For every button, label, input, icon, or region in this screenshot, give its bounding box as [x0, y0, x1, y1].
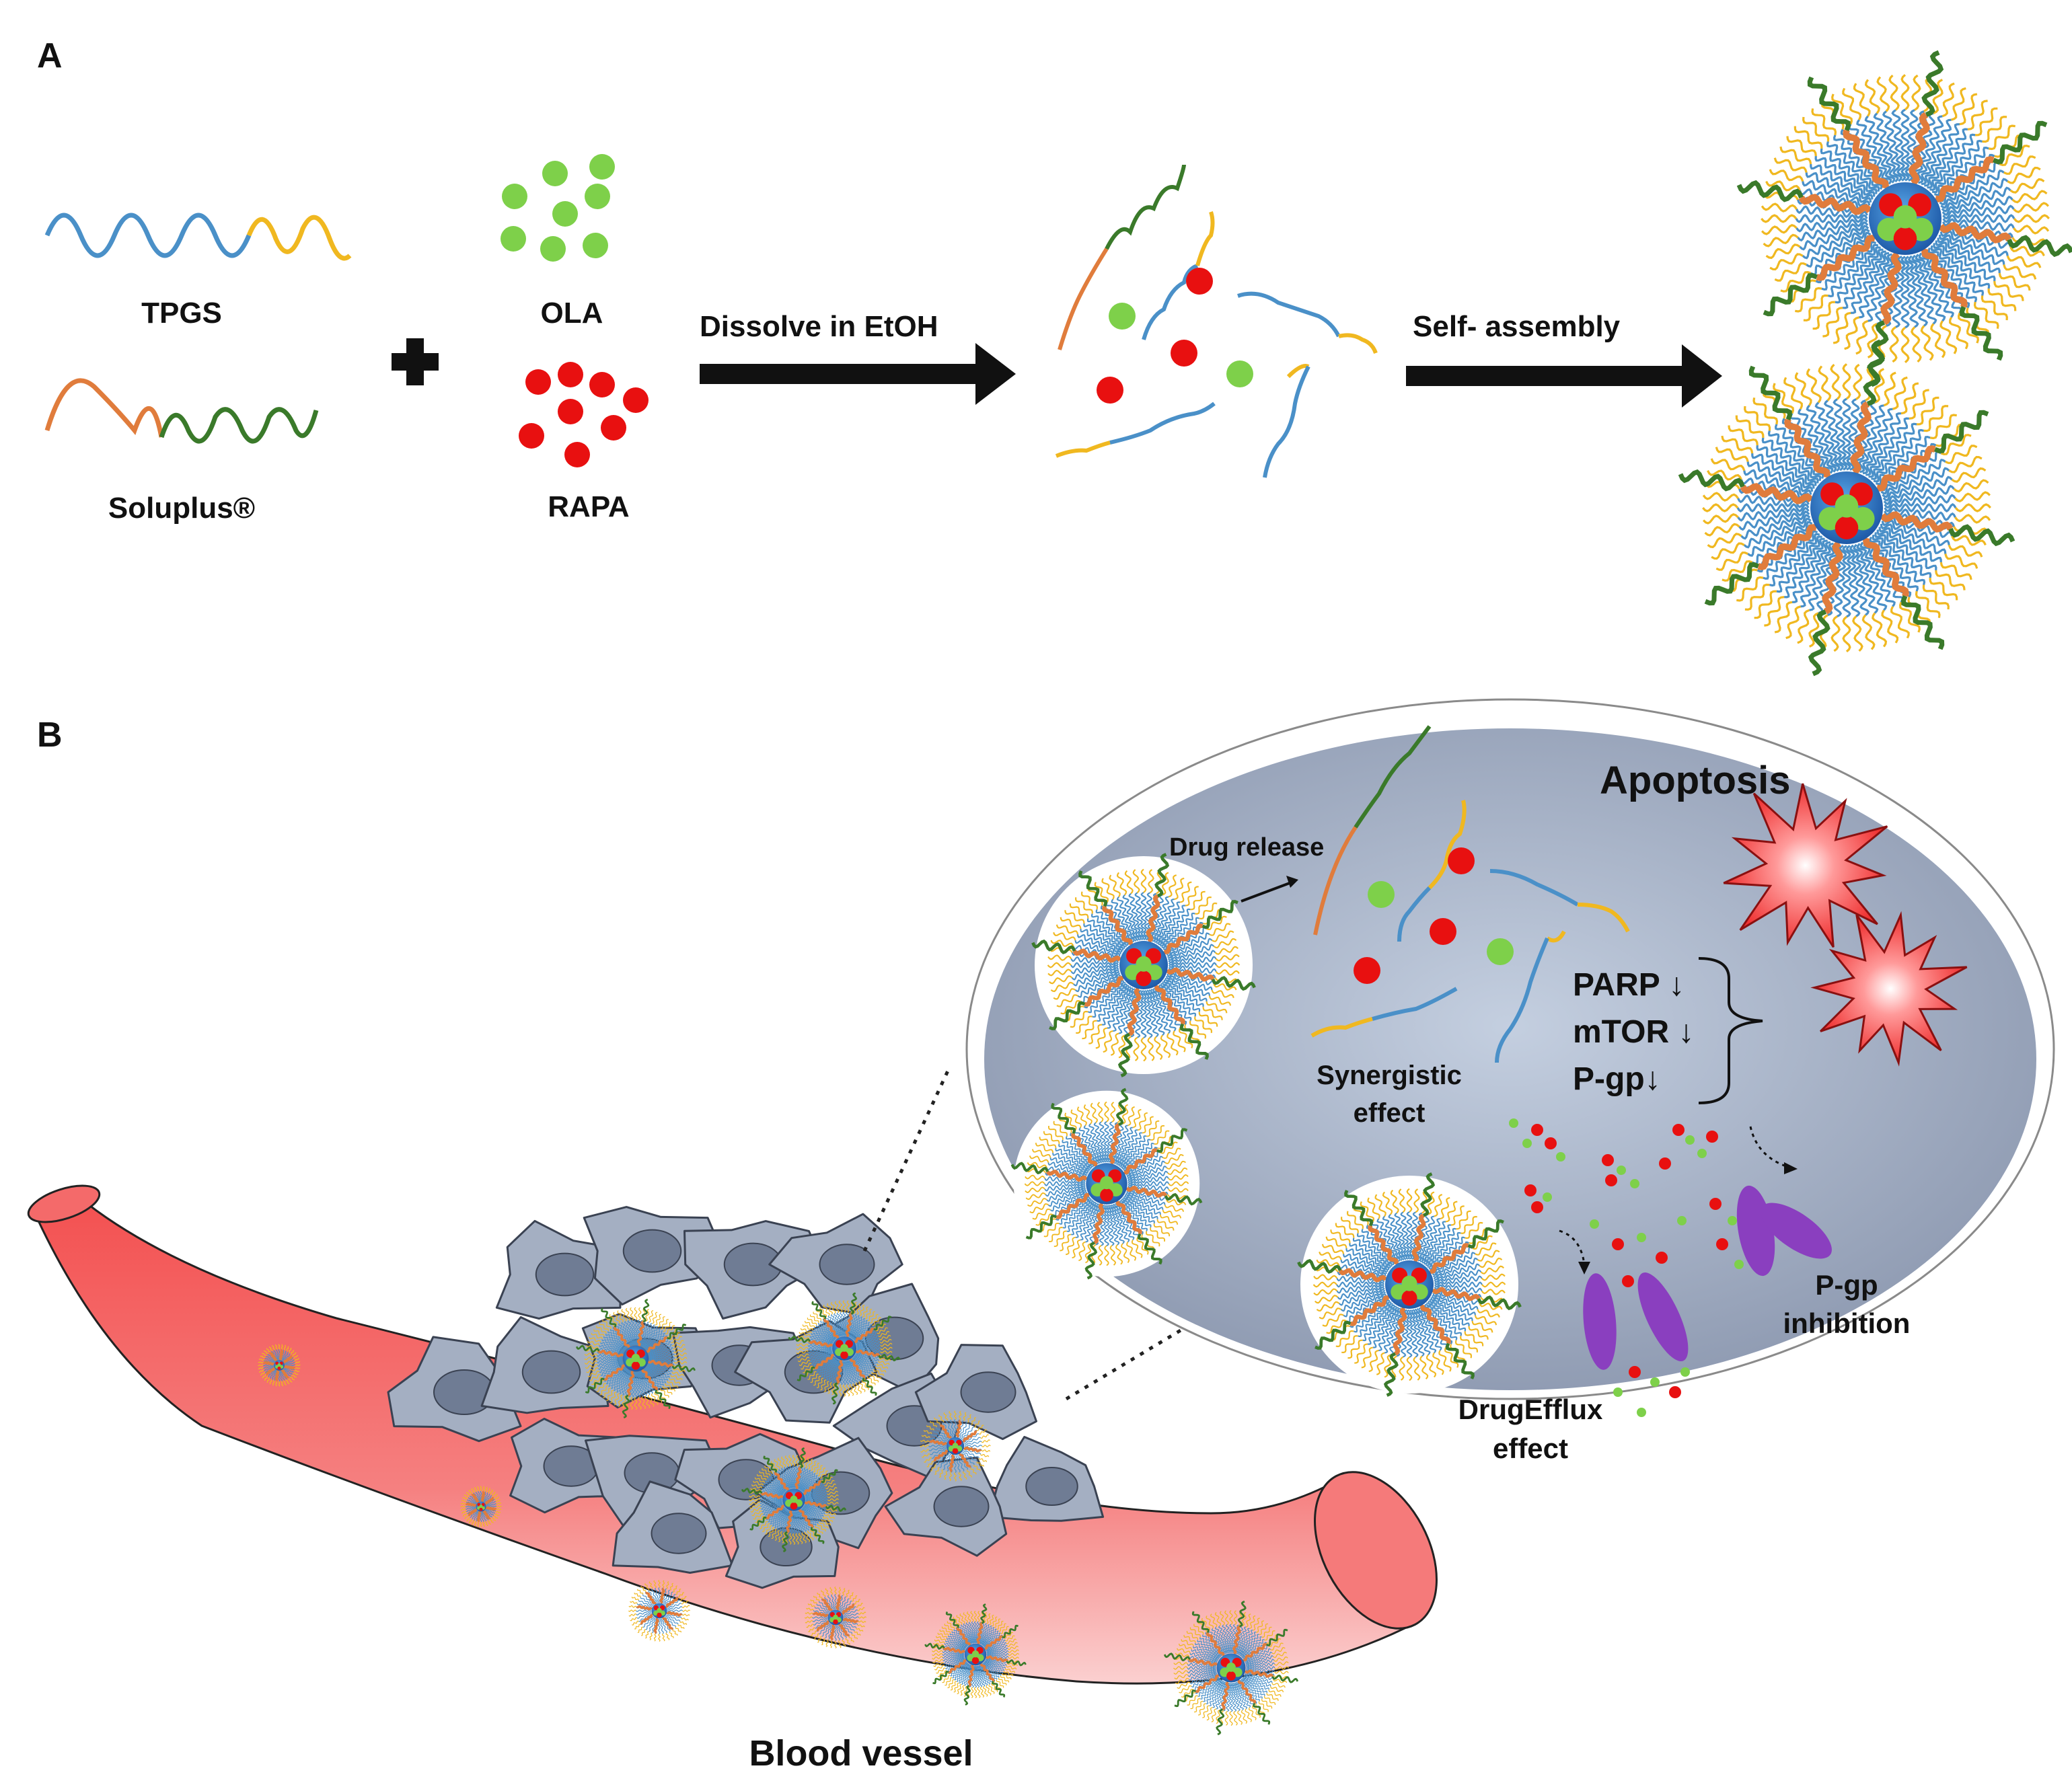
released-polymers	[1310, 725, 1630, 1063]
cell-nucleus	[535, 1252, 595, 1297]
blood-vessel	[27, 1184, 1438, 1685]
micelle-icon	[628, 1579, 691, 1642]
pgp-pump-icon	[1583, 1272, 1689, 1370]
micelle-icon	[1678, 339, 2015, 677]
efflux-label-line2: effect	[1493, 1433, 1568, 1464]
tumor-cell	[480, 1316, 609, 1414]
cell-nucleus	[651, 1513, 707, 1554]
blood-vessel-label: Blood vessel	[749, 1733, 973, 1774]
ola-drug-icon	[501, 154, 615, 262]
micelle-icon	[460, 1486, 502, 1527]
efflux-dotted-arrow	[1559, 1229, 1586, 1265]
tumor-cell	[988, 1436, 1105, 1522]
micelle-icon	[1736, 50, 2072, 387]
mtor-label: mTOR ↓	[1573, 1014, 1694, 1050]
zoom-line-bottom	[1065, 1326, 1185, 1401]
inhibition-arrowhead	[1784, 1162, 1798, 1174]
pgp-inhibition-pump-icon	[1736, 1185, 1832, 1277]
cell-nucleus	[960, 1371, 1016, 1413]
panel-a-label: A	[37, 36, 63, 75]
drug-release-arrowhead	[1286, 876, 1298, 888]
tpgs-hydrophobic-chain	[246, 215, 352, 261]
soluplus-hydrophilic-chain	[159, 407, 319, 444]
dissolved-mixture	[1055, 164, 1378, 478]
micelle-icon	[258, 1344, 301, 1387]
synergistic-label-line2: effect	[1354, 1098, 1426, 1128]
tpgs-label: TPGS	[141, 297, 222, 330]
tumor-cell	[884, 1456, 1008, 1557]
ola-label: OLA	[541, 297, 603, 330]
cell-nucleus	[819, 1244, 875, 1285]
apoptosis-starburst-icon	[1723, 783, 1888, 948]
cell-nucleus	[933, 1486, 990, 1527]
panel-b-label: B	[37, 716, 63, 755]
micelle-icon	[1010, 1088, 1203, 1280]
micelle-icon	[920, 1410, 991, 1482]
soluplus-label: Soluplus®	[108, 492, 255, 525]
pgp-inhibition-line1: P-gp	[1815, 1269, 1878, 1301]
micelle-icon	[1297, 1172, 1522, 1397]
brace-icon	[1698, 957, 1763, 1104]
soluplus-hydrophobic-chain	[44, 378, 164, 438]
micelles-panel-a	[1678, 50, 2072, 677]
micelle-icon	[1163, 1600, 1299, 1736]
efflux-label-line1: DrugEfflux	[1458, 1394, 1603, 1425]
plus-icon	[392, 338, 439, 385]
step2-arrow	[1406, 344, 1722, 408]
step1-label: Dissolve in EtOH	[700, 310, 938, 343]
micelle-icon	[924, 1603, 1027, 1706]
micelle-icon	[804, 1586, 867, 1649]
synergistic-label-line1: Synergistic	[1317, 1061, 1462, 1090]
tumor-cell	[387, 1336, 522, 1443]
zoom-line-top	[862, 1068, 951, 1252]
micelle-icon	[575, 1298, 696, 1419]
cell-nucleus	[622, 1229, 682, 1273]
tumor-cell	[612, 1480, 734, 1574]
apoptosis-starburst-icon	[1810, 911, 1968, 1067]
cell-nucleus	[1025, 1466, 1078, 1507]
micelle-icon	[741, 1447, 847, 1553]
dissolved-drugs	[1097, 268, 1253, 404]
micelle-icon	[788, 1292, 901, 1405]
step2-label: Self- assembly	[1413, 310, 1621, 343]
released-drugs	[1354, 847, 1514, 984]
cell-nucleus	[433, 1369, 495, 1415]
efflux-arrowhead	[1578, 1262, 1590, 1274]
micelle-icon	[1031, 853, 1256, 1077]
cell-nucleus	[521, 1350, 581, 1394]
tumor-cell	[495, 1219, 622, 1320]
tpgs-hydrophilic-chain	[44, 213, 252, 258]
drug-release-label: Drug release	[1169, 833, 1324, 862]
micelles-panel-b	[258, 853, 1522, 1736]
rapa-drug-icon	[519, 362, 649, 467]
drug-release-arrow	[1241, 880, 1296, 903]
pgp-inhibition-line2: inhibition	[1783, 1307, 1911, 1339]
efflux-drug-particles	[1509, 1118, 1744, 1417]
apoptosis-label: Apoptosis	[1600, 759, 1791, 802]
step1-arrow	[700, 343, 1016, 405]
rapa-label: RAPA	[548, 490, 629, 523]
pgp-label: P-gp↓	[1573, 1061, 1661, 1097]
parp-label: PARP ↓	[1573, 967, 1685, 1003]
